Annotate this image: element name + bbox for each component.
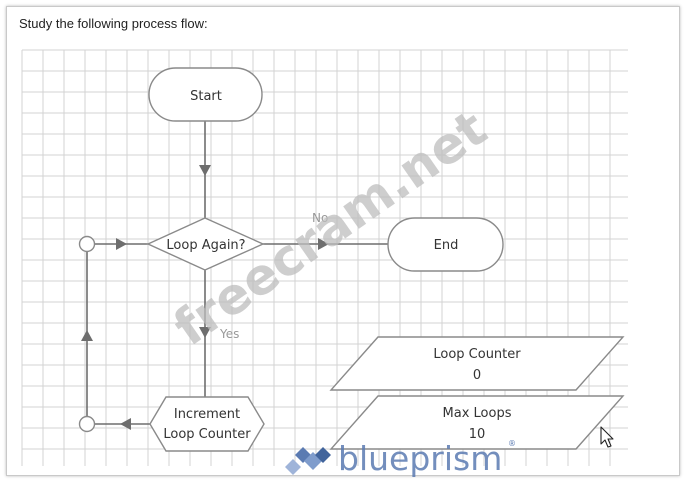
arrow-right-icon	[318, 238, 329, 250]
blueprism-wordmark: blueprism	[338, 439, 502, 478]
arrow-right-icon	[116, 238, 127, 250]
decision-node: Loop Again?	[146, 217, 265, 271]
arrow-left-icon	[120, 418, 131, 430]
loop-counter-label: Loop Counter	[433, 347, 521, 362]
arrow-up-icon	[81, 330, 93, 341]
loop-counter-data-item: Loop Counter 0	[329, 336, 625, 391]
junction-bottom	[78, 415, 96, 433]
blueprism-logo: blueprism ®	[285, 439, 516, 478]
start-node: Start	[148, 67, 263, 122]
mouse-cursor-icon	[600, 426, 614, 448]
max-loops-data-item: Max Loops 10	[329, 395, 625, 450]
arrow-down-icon	[199, 165, 211, 176]
branch-yes-label: Yes	[219, 327, 239, 341]
increment-label-line1: Increment	[174, 407, 240, 422]
arrow-down-icon	[199, 327, 211, 338]
branch-no-label: No	[312, 211, 328, 225]
end-node: End	[387, 217, 504, 272]
arrowheads	[81, 165, 329, 430]
loop-counter-value: 0	[473, 368, 481, 383]
blueprism-registered-mark: ®	[508, 439, 516, 448]
blueprism-logo-icon	[285, 447, 331, 475]
decision-label: Loop Again?	[166, 238, 245, 253]
max-loops-value: 10	[469, 427, 486, 442]
junction-top	[78, 235, 96, 253]
increment-label-line2: Loop Counter	[163, 427, 251, 442]
question-prompt: Study the following process flow:	[19, 16, 208, 31]
start-label: Start	[190, 89, 222, 104]
increment-node: Increment Loop Counter	[149, 396, 265, 452]
end-label: End	[434, 238, 459, 253]
max-loops-label: Max Loops	[443, 406, 512, 421]
